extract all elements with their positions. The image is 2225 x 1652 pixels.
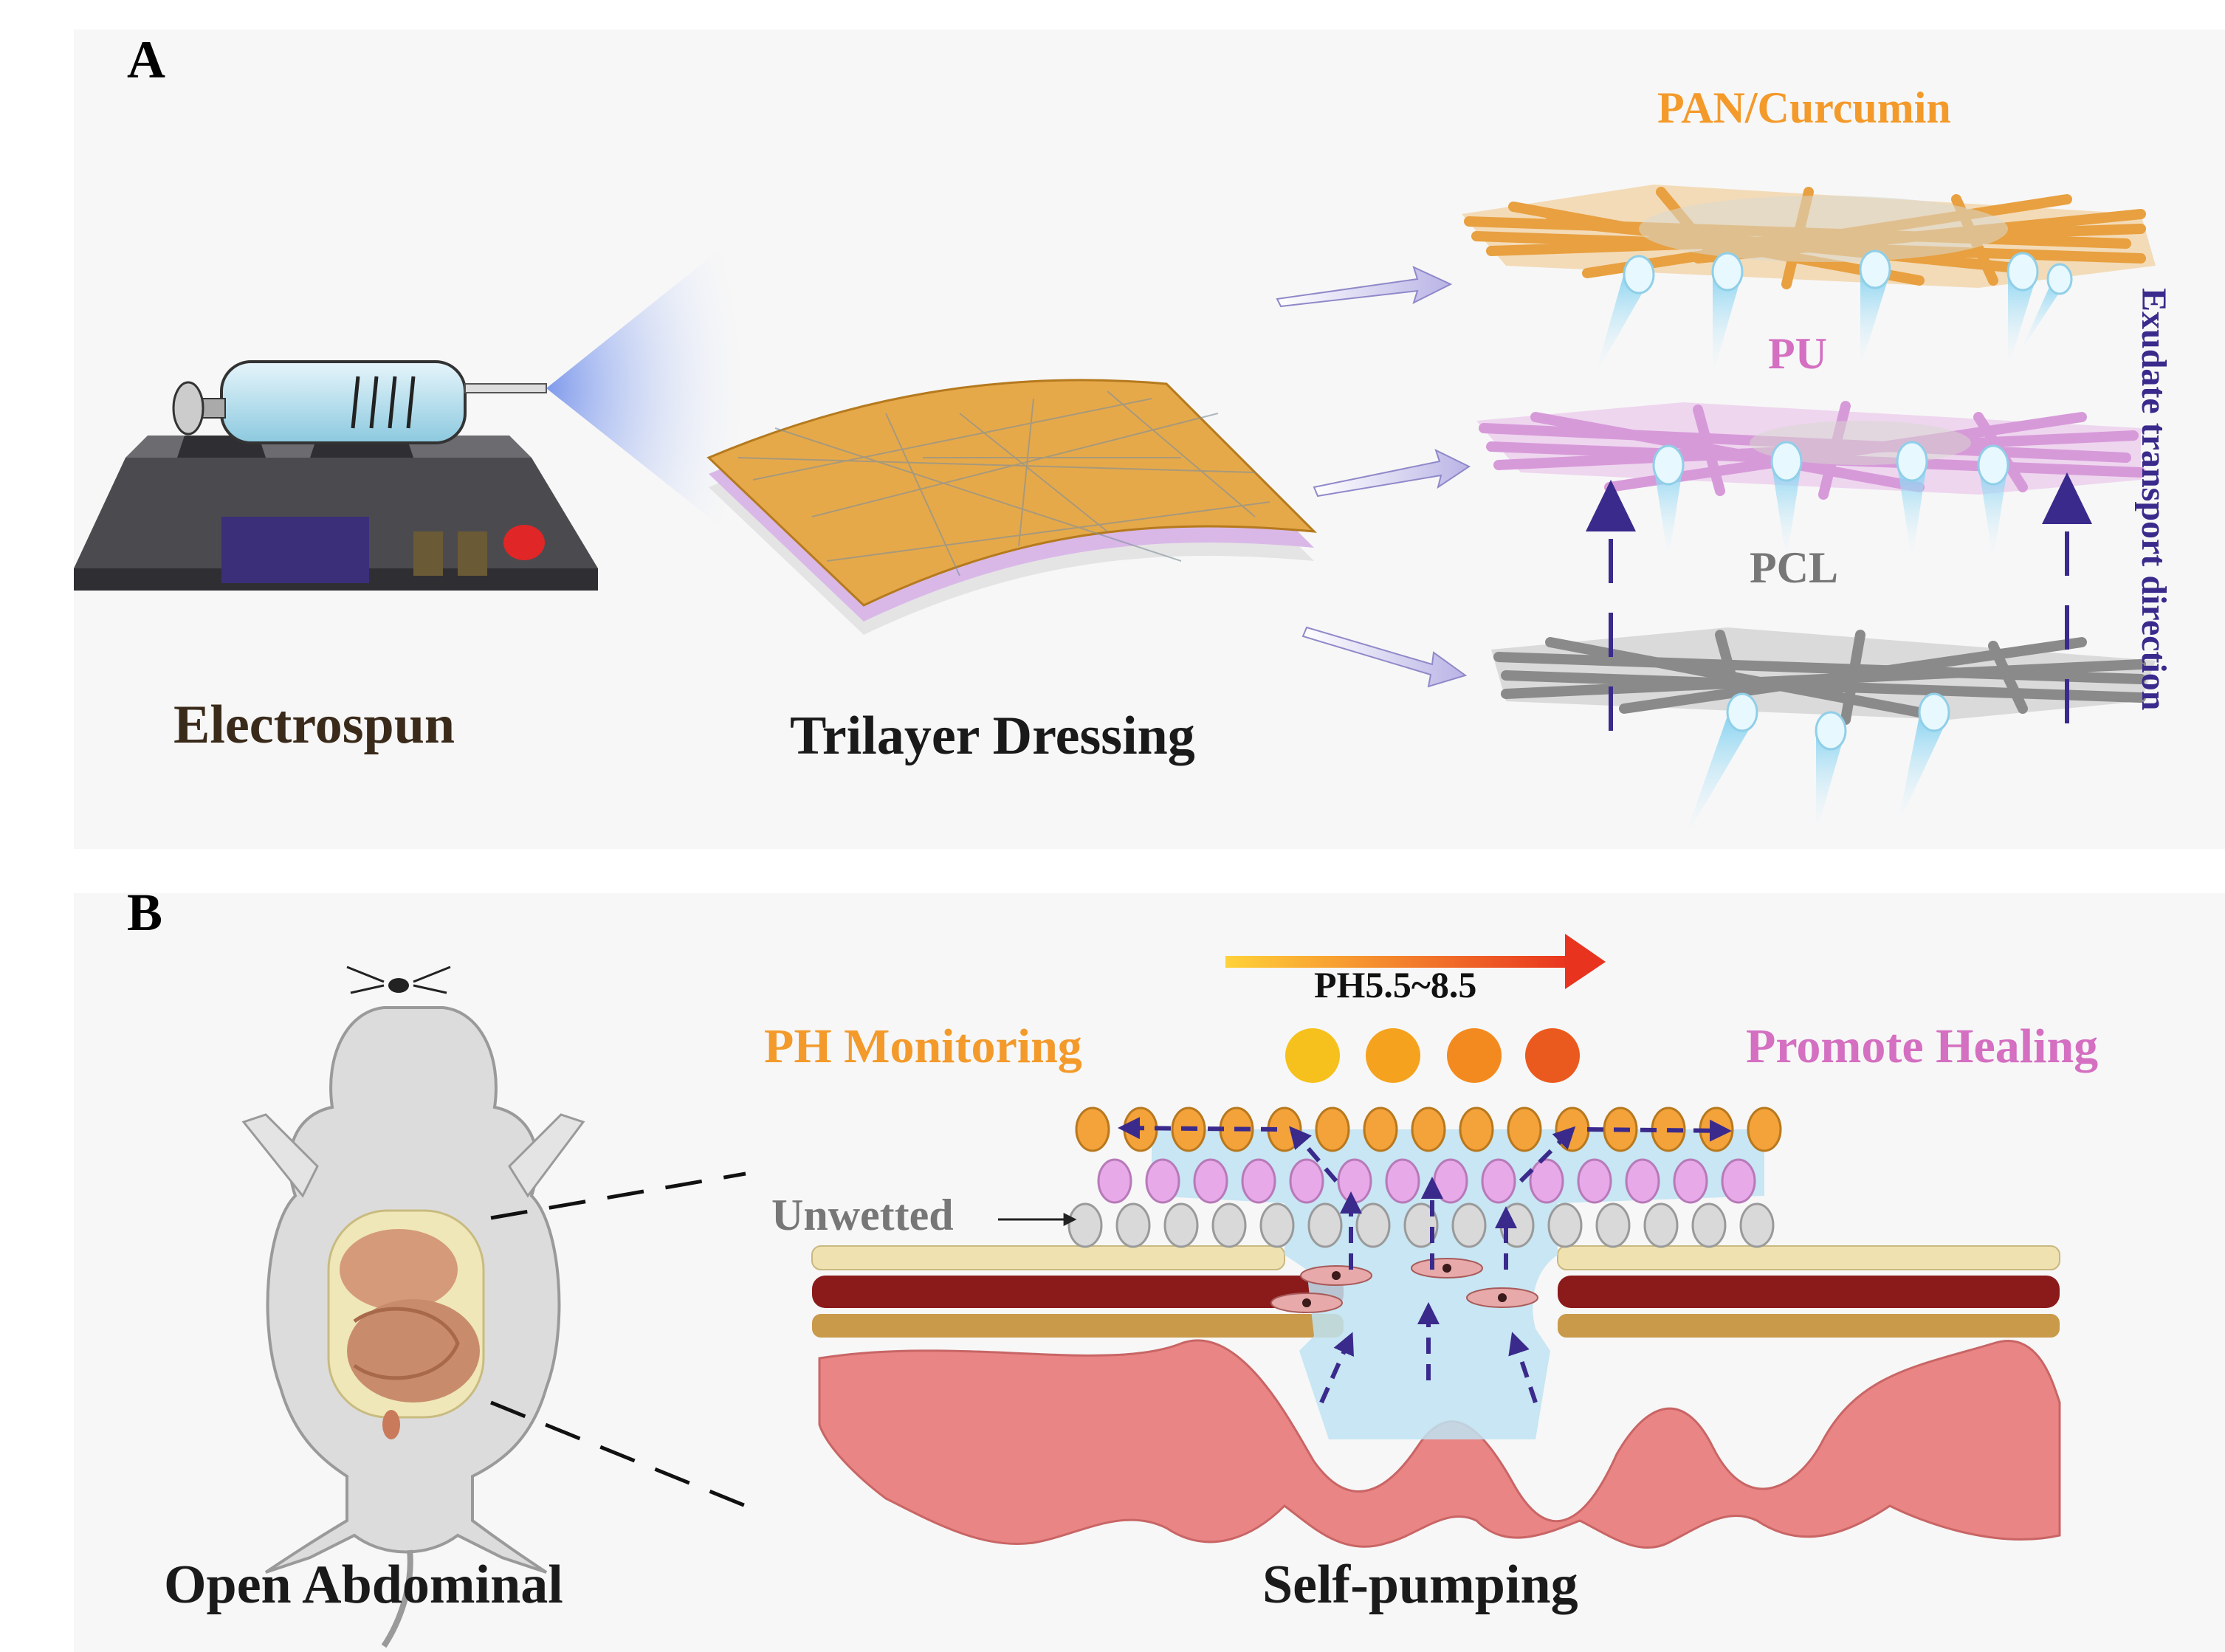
direction-label: Exudate transport direction bbox=[2134, 288, 2173, 711]
pu-droplets bbox=[1652, 441, 2009, 561]
spinning-jet bbox=[546, 229, 746, 546]
electrospinning-machine bbox=[74, 229, 746, 591]
unwetted-label: Unwetted bbox=[771, 1191, 954, 1239]
pumping-label: Self-pumping bbox=[1262, 1555, 1578, 1615]
pan-droplets bbox=[1595, 249, 2073, 376]
dressing-beads-bottom bbox=[1067, 1202, 1775, 1248]
electrospun-label: Electrospun bbox=[173, 695, 455, 755]
zoom-lines bbox=[490, 1171, 746, 1508]
dressing-top-surface bbox=[706, 379, 1317, 607]
tissue-layer bbox=[818, 1339, 2061, 1549]
pcl-layer bbox=[1491, 627, 2156, 725]
panel-a-letter: A bbox=[127, 30, 165, 89]
machine-switch-right bbox=[458, 531, 487, 576]
syringe-needle bbox=[464, 383, 547, 393]
fascia-right bbox=[1558, 1314, 2060, 1338]
layer-bottom-label: PCL bbox=[1750, 543, 1838, 592]
layer-mid-label: PU bbox=[1768, 329, 1827, 378]
ph-indicator-dots bbox=[1285, 1028, 1580, 1083]
animal-label: Open Abdominal bbox=[164, 1555, 563, 1615]
muscle-right bbox=[1558, 1276, 2060, 1308]
ph-range-label: PH5.5~8.5 bbox=[1314, 964, 1477, 1005]
cells bbox=[1270, 1258, 1538, 1313]
ph-monitoring-label: PH Monitoring bbox=[764, 1019, 1082, 1073]
machine-switch-left bbox=[413, 531, 443, 576]
exudate-direction-arrows bbox=[1586, 472, 2092, 731]
dressing-beads-middle bbox=[1097, 1158, 1756, 1204]
promote-healing-label: Promote Healing bbox=[1746, 1019, 2099, 1073]
trilayer-dressing bbox=[706, 379, 1317, 635]
panel-b-letter: B bbox=[127, 883, 163, 942]
pcl-droplets bbox=[1683, 692, 1950, 842]
syringe-plunger bbox=[172, 381, 204, 436]
flow-arrows bbox=[1118, 1117, 1732, 1404]
ph-gradient-arrow bbox=[1225, 934, 1606, 989]
layer-top-label: PAN/Curcumin bbox=[1657, 83, 1951, 132]
dressing-label: Trilayer Dressing bbox=[790, 706, 1195, 766]
skin-left bbox=[811, 1245, 1285, 1270]
exudate-fluid bbox=[1152, 1129, 1764, 1439]
skin-right bbox=[1557, 1245, 2060, 1270]
machine-display bbox=[221, 517, 369, 583]
fascia-left bbox=[812, 1314, 1344, 1338]
syringe-barrel bbox=[220, 360, 467, 444]
pu-layer bbox=[1476, 401, 2146, 500]
muscle-left bbox=[812, 1276, 1344, 1308]
layer-arrows bbox=[1276, 266, 1471, 688]
wound-cross-section bbox=[811, 1129, 2061, 1549]
machine-red-button bbox=[503, 525, 545, 560]
mouse-illustration bbox=[241, 966, 585, 1648]
